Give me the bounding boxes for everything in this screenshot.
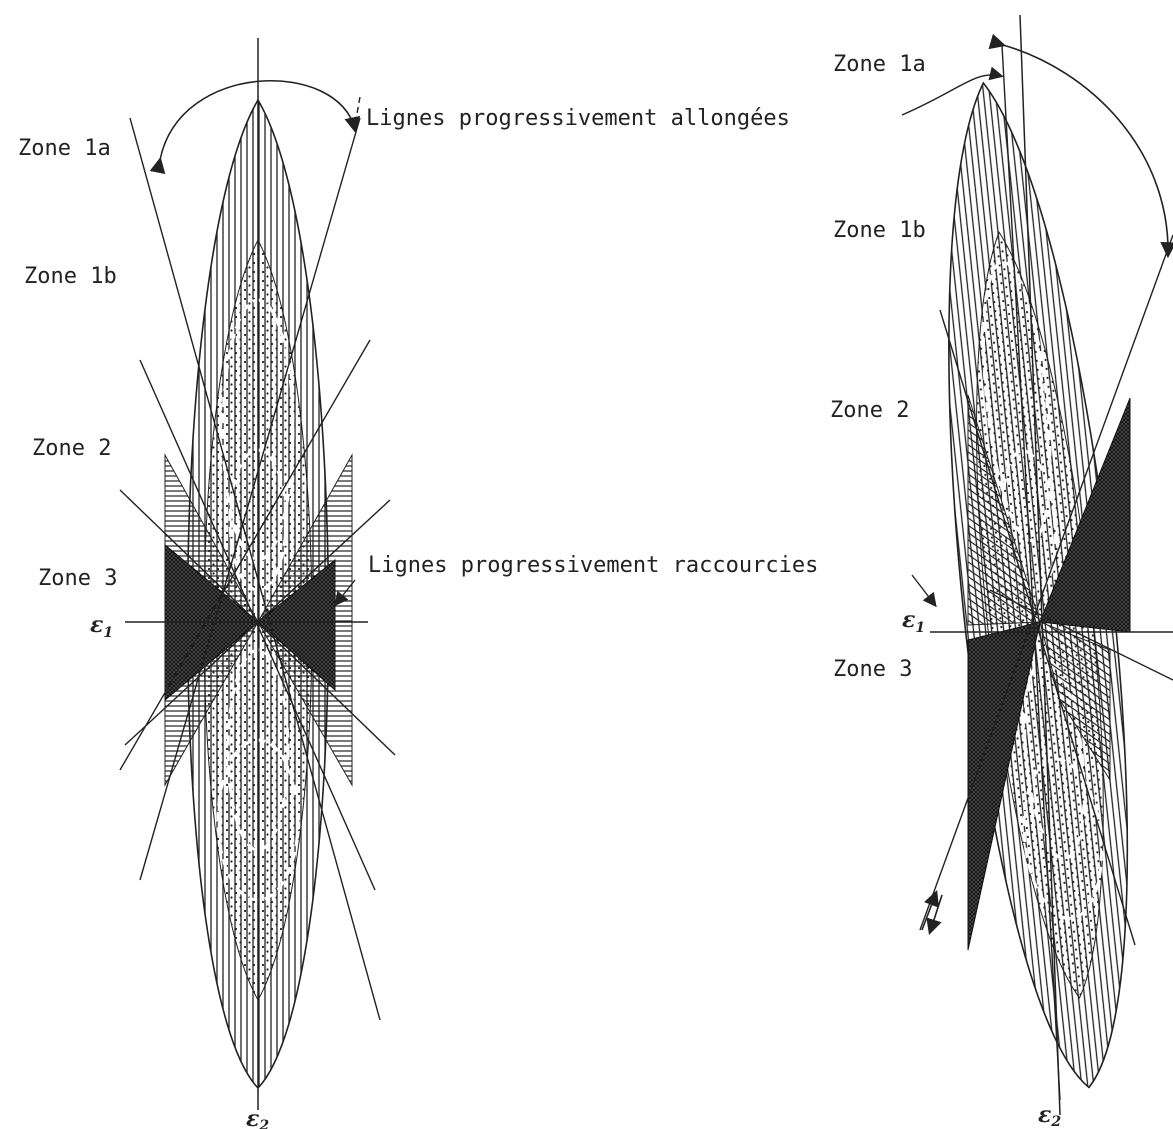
left-e1-label: ε1 (90, 612, 113, 641)
right-zone-1a-label: Zone 1a (833, 52, 926, 77)
left-zone-2-label: Zone 2 (32, 436, 111, 461)
left-zone-3-label: Zone 3 (38, 566, 117, 591)
right-strain-figure (909, 15, 1173, 1115)
left-lengthened-tick (354, 97, 360, 130)
right-zone-3-label: Zone 3 (833, 657, 912, 682)
right-e1-label: ε1 (902, 607, 925, 636)
lengthened-lines-label: Lignes progressivement allongées (366, 106, 790, 131)
shortened-callout-arrow-right (912, 575, 935, 605)
right-e2-label: ε2 (1038, 1102, 1061, 1129)
shortened-lines-label: Lignes progressivement raccourcies (368, 553, 818, 578)
right-zone-2-label: Zone 2 (830, 398, 909, 423)
right-zone-1b-label: Zone 1b (833, 218, 926, 243)
left-zone-1b-label: Zone 1b (24, 264, 117, 289)
left-e2-label: ε2 (246, 1106, 269, 1129)
left-zone-1a-label: Zone 1a (18, 136, 111, 161)
left-strain-figure (120, 38, 395, 1110)
